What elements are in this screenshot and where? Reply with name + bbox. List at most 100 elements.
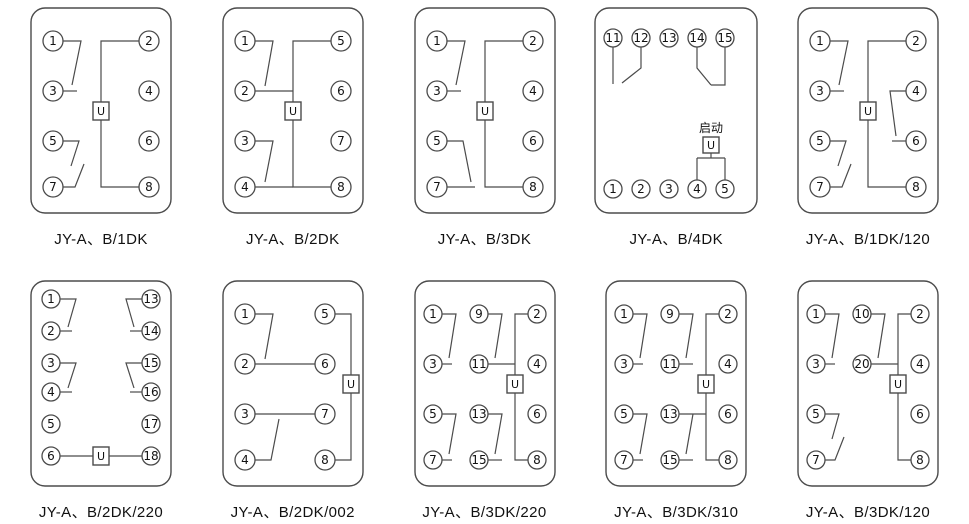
terminal-13: 13 (468, 404, 489, 424)
terminal-2: 2 (234, 80, 256, 102)
svg-text:1: 1 (429, 307, 437, 321)
svg-text:8: 8 (724, 453, 732, 467)
coil: U (859, 101, 877, 121)
terminal-3: 3 (614, 354, 634, 374)
terminal-1: 1 (41, 289, 61, 309)
diagram-caption: JY-A、B/2DK/002 (230, 504, 355, 521)
svg-text:3: 3 (665, 182, 673, 196)
relay-outline (30, 7, 172, 214)
diagram-3dk-120: U 1 3 5 7 10 20 2 4 6 8 JY-A、B/3DK/120 (775, 279, 961, 522)
schematic-2dk: U 1 2 3 4 5 6 7 8 (222, 7, 364, 214)
relay-outline (30, 280, 172, 487)
svg-text:13: 13 (143, 292, 158, 306)
svg-text:3: 3 (241, 134, 249, 148)
svg-text:2: 2 (637, 182, 645, 196)
svg-text:3: 3 (47, 356, 55, 370)
wiring (446, 40, 523, 188)
diagram-4dk: 启动 U 11 12 13 14 15 1 2 3 4 5 JY-A、B/4DK (583, 6, 769, 249)
svg-text:1: 1 (241, 34, 249, 48)
terminal-3: 3 (806, 354, 826, 374)
terminal-8: 8 (910, 450, 930, 470)
svg-text:1: 1 (609, 182, 617, 196)
terminal-4: 4 (521, 80, 544, 102)
terminal-6: 6 (526, 404, 547, 424)
terminal-1: 1 (422, 304, 443, 324)
svg-text:3: 3 (816, 84, 824, 98)
svg-text:14: 14 (143, 324, 158, 338)
svg-text:1: 1 (433, 34, 441, 48)
schematic-2dk-220: U 1 2 3 4 5 6 13 14 15 16 17 18 (30, 280, 172, 487)
svg-text:5: 5 (429, 407, 437, 421)
diagram-caption: JY-A、B/1DK (54, 231, 148, 248)
terminal-1: 1 (425, 30, 448, 52)
diagram-2dk-002: U 1 2 3 4 5 6 7 8 JY-A、B/2DK/002 (200, 279, 386, 522)
terminal-1: 1 (603, 179, 623, 199)
diagram-2dk: U 1 2 3 4 5 6 7 8 JY-A、B/2DK (200, 6, 386, 249)
wiring (254, 40, 331, 188)
terminal-13: 13 (141, 289, 161, 309)
svg-text:5: 5 (49, 134, 57, 148)
relay-outline (797, 7, 939, 214)
svg-text:7: 7 (49, 180, 57, 194)
svg-text:2: 2 (912, 34, 920, 48)
svg-text:13: 13 (662, 31, 677, 45)
svg-text:11: 11 (663, 357, 678, 371)
svg-text:5: 5 (337, 34, 345, 48)
svg-text:12: 12 (634, 31, 649, 45)
terminal-2: 2 (631, 179, 651, 199)
terminal-5: 5 (806, 404, 826, 424)
relay-outline (797, 280, 939, 487)
svg-text:8: 8 (337, 180, 345, 194)
terminal-14: 14 (687, 28, 707, 48)
svg-text:8: 8 (321, 453, 329, 467)
svg-text:7: 7 (433, 180, 441, 194)
terminal-15: 15 (468, 450, 489, 470)
svg-text:U: U (97, 450, 105, 463)
diagram-caption: JY-A、B/3DK/310 (614, 504, 739, 521)
svg-text:4: 4 (241, 180, 249, 194)
terminal-7: 7 (314, 403, 336, 425)
svg-text:6: 6 (321, 357, 329, 371)
svg-text:1: 1 (816, 34, 824, 48)
terminal-1: 1 (42, 30, 64, 52)
diagram-caption: JY-A、B/3DK (437, 231, 532, 248)
terminal-6: 6 (314, 353, 336, 375)
schematic-3dk-310: U 1 3 5 7 9 11 13 15 2 4 6 8 (605, 280, 747, 487)
coil: U (475, 101, 494, 121)
terminal-2: 2 (138, 30, 160, 52)
terminal-2: 2 (718, 304, 738, 324)
svg-text:6: 6 (337, 84, 345, 98)
svg-text:13: 13 (663, 407, 678, 421)
terminal-4: 4 (718, 354, 738, 374)
svg-text:9: 9 (666, 307, 674, 321)
svg-text:U: U (347, 378, 355, 391)
svg-text:7: 7 (321, 407, 329, 421)
terminal-8: 8 (314, 449, 336, 471)
terminal-4: 4 (234, 176, 256, 198)
terminal-5: 5 (425, 130, 448, 152)
coil: U (702, 136, 720, 154)
schematic-4dk: 启动 U 11 12 13 14 15 1 2 3 4 5 (594, 7, 758, 214)
terminal-3: 3 (41, 353, 61, 373)
svg-text:3: 3 (812, 357, 820, 371)
svg-text:U: U (707, 139, 715, 152)
relay-outline (594, 7, 758, 214)
wiring (830, 40, 906, 188)
terminal-4: 4 (687, 179, 707, 199)
terminal-5: 5 (330, 30, 352, 52)
svg-text:5: 5 (816, 134, 824, 148)
svg-text:9: 9 (475, 307, 483, 321)
svg-text:7: 7 (620, 453, 628, 467)
terminal-4: 4 (526, 354, 547, 374)
coil: U (505, 374, 524, 394)
svg-text:5: 5 (321, 307, 329, 321)
svg-text:8: 8 (145, 180, 153, 194)
svg-text:7: 7 (337, 134, 345, 148)
svg-text:5: 5 (433, 134, 441, 148)
terminal-6: 6 (138, 130, 160, 152)
terminal-7: 7 (425, 176, 448, 198)
svg-text:3: 3 (429, 357, 437, 371)
schematic-3dk-220: U 1 3 5 7 9 11 13 15 2 4 6 8 (413, 280, 556, 487)
coil: U (697, 374, 715, 394)
